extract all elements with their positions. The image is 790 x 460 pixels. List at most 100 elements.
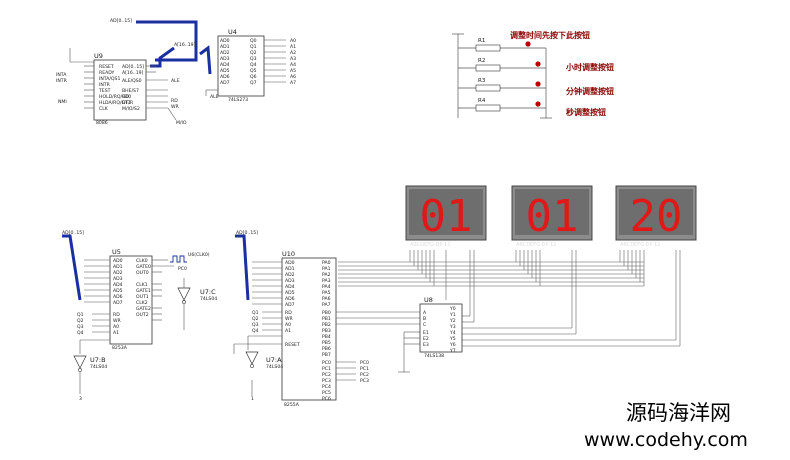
svg-text:Q3: Q3 <box>252 322 259 328</box>
svg-text:A3: A3 <box>290 56 296 62</box>
svg-text:AD1: AD1 <box>285 266 295 272</box>
svg-text:AD[0..15]: AD[0..15] <box>236 230 258 236</box>
svg-text:Q7: Q7 <box>250 80 257 86</box>
pushbutton-adjust[interactable] <box>525 41 531 47</box>
svg-text:DT/R: DT/R <box>122 100 134 106</box>
svg-text:RESET: RESET <box>285 342 300 348</box>
svg-text:E2: E2 <box>423 336 429 342</box>
inverter-u7b[interactable]: U7:B 74LS04 3 <box>73 355 107 402</box>
svg-text:PB1: PB1 <box>322 316 331 322</box>
u5-ref-label: U5 <box>112 248 121 256</box>
svg-text:Y4: Y4 <box>449 330 456 336</box>
svg-text:Y7: Y7 <box>449 348 456 354</box>
svg-text:A0: A0 <box>113 324 119 330</box>
svg-text:WR: WR <box>113 318 122 324</box>
u10-ref-label: U10 <box>282 250 295 258</box>
chip-u5[interactable]: U5 8253A AD0 AD1 AD2 AD3 AD4 AD5 AD6 AD7… <box>62 230 210 354</box>
svg-text:Q5: Q5 <box>250 68 257 74</box>
svg-text:AD0: AD0 <box>113 258 123 264</box>
minutes-digits: 01 <box>526 191 579 242</box>
svg-text:R3: R3 <box>478 78 486 84</box>
svg-text:WR: WR <box>171 104 180 110</box>
svg-text:U7:C: U7:C <box>200 288 216 296</box>
svg-text:M/IO: M/IO <box>176 120 187 126</box>
minute-button-label: 分钟调整按钮 <box>566 86 614 96</box>
svg-text:PB0: PB0 <box>322 310 331 316</box>
hour-button-label: 小时调整按钮 <box>565 62 614 72</box>
svg-text:AD4: AD4 <box>113 282 123 288</box>
seconds-digits: 20 <box>630 191 683 242</box>
u4-ref-label: U4 <box>228 28 237 36</box>
resistor-r3[interactable]: R3 <box>475 78 501 92</box>
svg-text:U7:A: U7:A <box>266 356 282 364</box>
pushbutton-hour[interactable] <box>535 61 541 67</box>
svg-text:AD7: AD7 <box>285 302 295 308</box>
chip-u10[interactable]: U10 8255A AD0 AD1 AD2 AD3 AD4 AD5 AD6 AD… <box>233 230 420 408</box>
svg-text:Y5: Y5 <box>449 336 456 342</box>
svg-text:ALE/QS0: ALE/QS0 <box>122 78 142 84</box>
resistor-r2[interactable]: R2 <box>475 58 501 72</box>
svg-text:PA2: PA2 <box>322 272 331 278</box>
svg-text:Q6: Q6 <box>250 74 257 80</box>
svg-text:INTA: INTA <box>56 72 67 78</box>
svg-text:PA0: PA0 <box>322 260 331 266</box>
display-hours: 01 ABCDEFG DP 12 <box>405 185 487 248</box>
svg-text:Q2: Q2 <box>252 316 259 322</box>
svg-text:B: B <box>423 316 426 322</box>
svg-text:ABCDEFG DP 12: ABCDEFG DP 12 <box>620 242 660 248</box>
svg-text:WR: WR <box>285 316 294 322</box>
svg-text:OUT2: OUT2 <box>136 312 149 318</box>
svg-text:A1: A1 <box>113 330 119 336</box>
svg-text:Y3: Y3 <box>449 324 456 330</box>
svg-text:AD6: AD6 <box>285 296 295 302</box>
svg-text:Q4: Q4 <box>77 330 84 336</box>
svg-text:R1: R1 <box>478 38 485 44</box>
inverter-u7c[interactable]: U7:C 74LS04 <box>177 278 217 330</box>
svg-text:C: C <box>423 322 426 328</box>
svg-text:PA7: PA7 <box>322 302 331 308</box>
inverter-u7a[interactable]: U7:A 74LS04 1 <box>245 351 283 402</box>
svg-text:RD: RD <box>171 98 178 104</box>
svg-text:A[16..19]: A[16..19] <box>122 70 144 76</box>
pushbutton-minute[interactable] <box>535 81 541 87</box>
svg-text:RD: RD <box>122 94 129 100</box>
chip-u4[interactable]: U4 74LS273 AD0 AD1 AD2 AD3 AD4 AD5 AD6 A… <box>205 28 296 103</box>
pushbutton-second[interactable] <box>535 101 541 107</box>
svg-text:74LS04: 74LS04 <box>90 364 107 370</box>
svg-text:PC1: PC1 <box>360 366 369 372</box>
svg-text:INTR: INTR <box>56 78 68 84</box>
svg-text:U6(CLK0): U6(CLK0) <box>188 252 210 258</box>
resistor-r1[interactable]: R1 <box>475 38 501 52</box>
svg-text:A[16..19]: A[16..19] <box>174 42 196 48</box>
svg-text:74LS04: 74LS04 <box>266 364 283 370</box>
svg-text:CLK: CLK <box>99 106 109 112</box>
svg-text:Y6: Y6 <box>449 342 456 348</box>
svg-text:Q2: Q2 <box>250 50 257 56</box>
svg-text:Q3: Q3 <box>77 324 84 330</box>
resistor-r4[interactable]: R4 <box>475 98 501 112</box>
svg-text:Q4: Q4 <box>252 328 259 334</box>
second-button-label: 秒调整按钮 <box>566 107 606 117</box>
svg-text:A7: A7 <box>290 80 296 86</box>
svg-text:AD2: AD2 <box>220 50 230 56</box>
svg-text:Q3: Q3 <box>250 56 257 62</box>
svg-text:AD[0..15]: AD[0..15] <box>110 18 132 24</box>
u10-part-label: 8255A <box>284 402 300 408</box>
svg-text:Q1: Q1 <box>252 310 259 316</box>
svg-text:PC5: PC5 <box>322 390 331 396</box>
svg-text:M/IO/S2: M/IO/S2 <box>122 106 140 112</box>
svg-text:PB7: PB7 <box>322 352 331 358</box>
svg-text:AD6: AD6 <box>220 74 230 80</box>
svg-text:PC6: PC6 <box>322 396 331 402</box>
chip-u9[interactable]: U9 8086 RESET READY INTA/QS1 INTR TEST H… <box>56 18 196 126</box>
svg-text:OUT1: OUT1 <box>136 294 149 300</box>
svg-text:CLK2: CLK2 <box>136 300 148 306</box>
svg-text:74LS04: 74LS04 <box>200 296 217 302</box>
svg-text:INTR: INTR <box>99 82 111 88</box>
svg-text:A: A <box>423 310 427 316</box>
svg-text:AD5: AD5 <box>113 288 123 294</box>
button-panel: R1 R2 R3 R4 调整时间先按下此按钮 小时调整按钮 分钟调整按钮 秒调整… <box>452 30 614 119</box>
chip-u8[interactable]: U8 74LS138 A B C E1 E2 E3 Y0 Y1 Y2 Y3 Y4… <box>398 296 463 373</box>
svg-text:3: 3 <box>79 396 82 402</box>
